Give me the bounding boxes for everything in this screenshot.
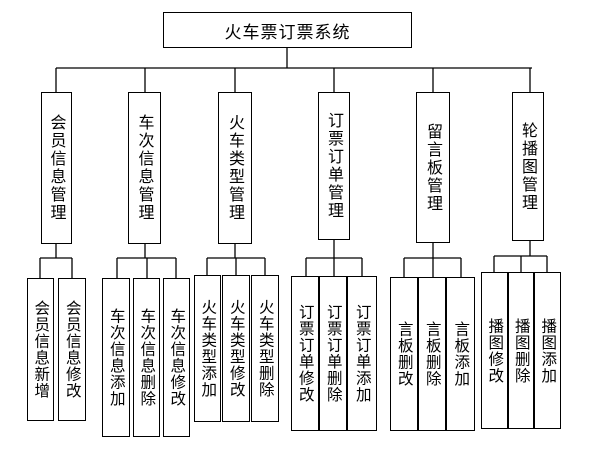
leaf-node: 火车类型删除 — [251, 275, 279, 422]
leaf-node: 订票订单删除 — [319, 276, 347, 431]
leaf-node: 言板添加 — [446, 277, 475, 431]
module-label: 车次信息管理 — [135, 114, 155, 222]
leaf-label: 播图添加 — [539, 317, 558, 384]
module-node-carousel: 轮播图管理 — [512, 92, 544, 241]
leaf-label: 车次信息添加 — [107, 308, 126, 407]
leaf-node: 言板删除 — [418, 277, 446, 431]
root-node: 火车票订票系统 — [163, 12, 412, 48]
leaf-label: 会员信息修改 — [63, 300, 82, 399]
module-node-member: 会员信息管理 — [41, 92, 72, 244]
leaf-node: 车次信息添加 — [102, 278, 130, 437]
leaf-node: 言板删改 — [390, 277, 418, 431]
module-node-message-board: 留言板管理 — [416, 92, 450, 243]
root-label: 火车票订票系统 — [224, 22, 351, 43]
leaf-node: 会员信息修改 — [58, 278, 86, 421]
leaf-label: 火车类型修改 — [227, 299, 246, 398]
module-label: 会员信息管理 — [47, 114, 67, 222]
leaf-label: 订票订单删除 — [324, 304, 343, 403]
leaf-label: 播图删除 — [512, 317, 531, 384]
module-label: 火车类型管理 — [226, 114, 245, 222]
leaf-label: 车次信息修改 — [168, 308, 187, 407]
module-label: 轮播图管理 — [519, 121, 538, 212]
leaf-node: 火车类型修改 — [222, 275, 250, 422]
leaf-label: 言板删改 — [395, 321, 414, 387]
leaf-node: 会员信息新增 — [27, 278, 54, 421]
leaf-label: 车次信息删除 — [138, 308, 157, 407]
leaf-label: 言板删除 — [423, 321, 442, 387]
leaf-label: 订票订单修改 — [296, 304, 315, 403]
leaf-label: 火车类型删除 — [256, 299, 275, 398]
leaf-label: 火车类型添加 — [199, 299, 218, 398]
module-node-ticket-order: 订票订单管理 — [318, 92, 350, 240]
leaf-node: 订票订单添加 — [347, 276, 377, 431]
module-label: 订票订单管理 — [325, 112, 344, 220]
leaf-label: 言板添加 — [452, 321, 471, 387]
leaf-label: 会员信息新增 — [32, 300, 51, 399]
leaf-label: 播图修改 — [486, 317, 505, 384]
leaf-node: 车次信息删除 — [133, 278, 160, 437]
leaf-node: 播图修改 — [481, 272, 508, 429]
leaf-node: 播图删除 — [508, 272, 534, 429]
module-node-train-schedule: 车次信息管理 — [128, 92, 161, 244]
leaf-label: 订票订单添加 — [353, 304, 372, 403]
module-label: 留言板管理 — [424, 122, 443, 213]
leaf-node: 火车类型添加 — [194, 275, 221, 422]
leaf-node: 播图添加 — [534, 272, 561, 429]
leaf-node: 订票订单修改 — [291, 276, 319, 431]
leaf-node: 车次信息修改 — [163, 278, 190, 437]
module-node-train-type: 火车类型管理 — [218, 92, 252, 244]
